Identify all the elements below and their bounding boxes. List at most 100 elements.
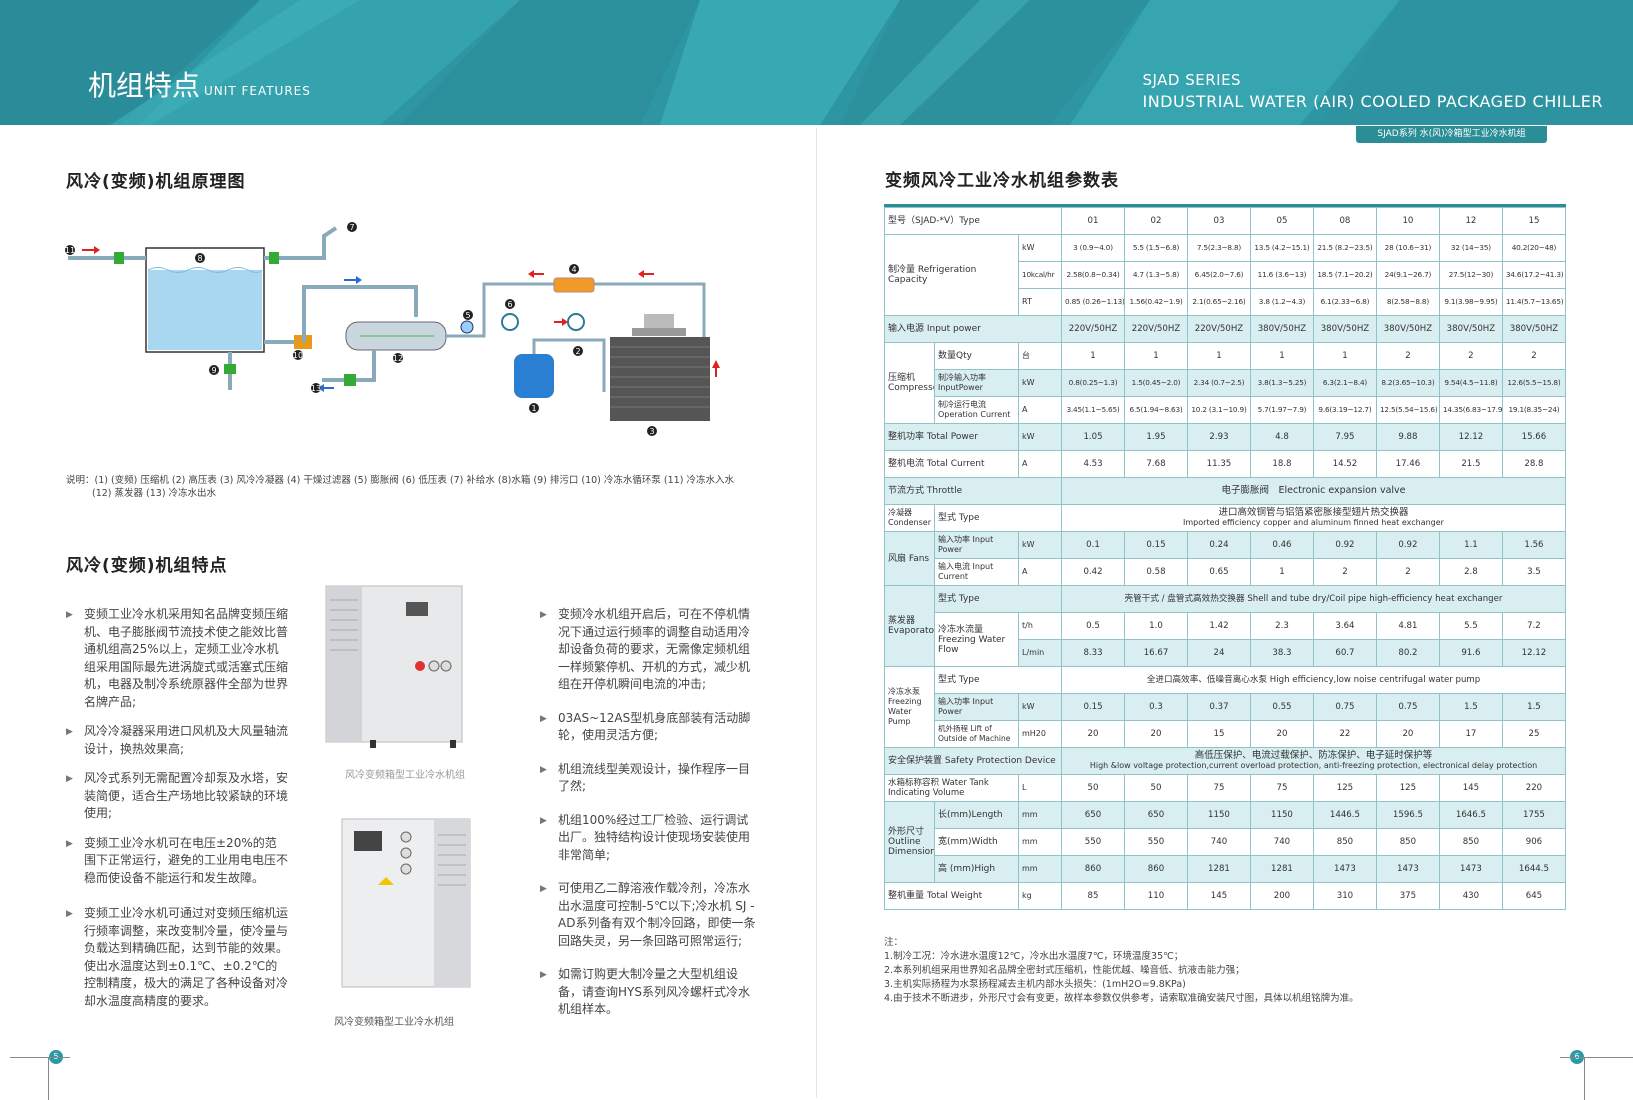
callout-1: 1 bbox=[531, 404, 536, 413]
value-cell: 220V/50HZ bbox=[1186, 315, 1251, 343]
value-cell: 2 bbox=[1375, 342, 1440, 370]
value-cell: 1 bbox=[1124, 342, 1188, 370]
value-cell: 3 (0.9~4.0) bbox=[1061, 234, 1125, 262]
value-cell: 10.2 (3.1~10.9) bbox=[1186, 396, 1251, 424]
value-cell: 4.8 bbox=[1249, 423, 1314, 451]
feature-item: 如需订购更大制冷量之大型机组设备，请查询HYS系列风冷螺杆式冷水机组样本。 bbox=[540, 966, 758, 1019]
value-cell: 310 bbox=[1312, 882, 1377, 910]
value-cell: 60.7 bbox=[1312, 639, 1377, 667]
callout-9: 9 bbox=[211, 366, 216, 375]
value-cell: 11.4(5.7~13.65) bbox=[1501, 288, 1567, 316]
value-cell: 电子膨胀阀 Electronic expansion valve bbox=[1061, 477, 1566, 505]
value-cell: 9.6(3.19~12.7) bbox=[1312, 396, 1377, 424]
value-cell: 8(2.58~8.8) bbox=[1375, 288, 1440, 316]
sub-label: 冷冻水流量 Freezing Water Flow bbox=[934, 612, 1019, 667]
value-cell: 25 bbox=[1501, 720, 1567, 748]
value-cell: 2.3 bbox=[1249, 612, 1314, 640]
sub-label: 型式 Type bbox=[933, 504, 1063, 532]
value-cell: 1.95 bbox=[1124, 423, 1188, 451]
table-top-rule bbox=[884, 204, 1566, 207]
value-cell: 2.8 bbox=[1438, 558, 1503, 586]
model-header: 10 bbox=[1375, 207, 1440, 235]
value-cell: 220 bbox=[1501, 774, 1567, 802]
heading-cn: 机组特点 bbox=[88, 69, 201, 102]
value-cell: 32 (14~35) bbox=[1438, 234, 1503, 262]
sub-label: 数量Qty bbox=[934, 342, 1019, 370]
table-row: 制冷运行电流 Operation Current A 3.45(1.1~5.65… bbox=[885, 396, 1567, 424]
value-cell: 7.2 bbox=[1501, 612, 1567, 640]
value-cell: 0.42 bbox=[1061, 558, 1125, 586]
value-cell: 21.5 bbox=[1438, 450, 1503, 478]
value-cell: 1646.5 bbox=[1438, 801, 1503, 829]
principle-diagram: 1 2 3 4 5 6 7 8 9 10 11 12 13 bbox=[65, 222, 720, 436]
value-cell: 1.1 bbox=[1438, 531, 1503, 559]
value-cell: 11.35 bbox=[1186, 450, 1251, 478]
value-cell: 6.1(2.33~6.8) bbox=[1312, 288, 1377, 316]
unit-cell: t/h bbox=[1017, 612, 1063, 640]
value-cell: 1281 bbox=[1186, 855, 1251, 883]
unit-cell: kW bbox=[1017, 369, 1063, 397]
value-cell: 8.2(3.65~10.3) bbox=[1375, 369, 1440, 397]
feature-item: 机组100%经过工厂检验、运行调试出厂。独特结构设计使现场安装使用非常简单; bbox=[540, 812, 758, 865]
value-cell: 14.52 bbox=[1312, 450, 1377, 478]
value-cell: 740 bbox=[1186, 828, 1251, 856]
table-row: 机外扬程 Lift of Outside of Machine mH20 20 … bbox=[885, 720, 1567, 748]
value-cell: 12.5(5.54~15.6) bbox=[1375, 396, 1440, 424]
model-header: 05 bbox=[1249, 207, 1314, 235]
value-cell: 145 bbox=[1438, 774, 1503, 802]
value-cell: 1.5 bbox=[1438, 693, 1503, 721]
value-cell: 2 bbox=[1438, 342, 1503, 370]
legend-line2: (12) 蒸发器 (13) 冷冻水出水 bbox=[92, 488, 217, 499]
photo2-caption: 风冷变频箱型工业冷水机组 bbox=[334, 1017, 454, 1028]
value-cell: 1 bbox=[1061, 342, 1125, 370]
row-label: 冷冻水泵 Freezing Water Pump bbox=[884, 666, 935, 748]
unit-cell: mm bbox=[1017, 855, 1063, 883]
sub-label: 型式 Type bbox=[933, 585, 1063, 613]
table-row: 压缩机 Compressor 数量Qty 台 1 1 1 1 1 2 2 2 bbox=[884, 342, 1567, 424]
value-cell: 1596.5 bbox=[1375, 801, 1440, 829]
sub-label: 制冷输入功率 InputPower bbox=[934, 369, 1019, 397]
callout-8: 8 bbox=[197, 254, 202, 263]
value-cell: 6.3(2.1~8.4) bbox=[1312, 369, 1377, 397]
photo1-caption: 风冷变频箱型工业冷水机组 bbox=[345, 770, 465, 781]
value-cell: 1281 bbox=[1249, 855, 1314, 883]
value-cell: 1.42 bbox=[1186, 612, 1251, 640]
value-cell: 4.81 bbox=[1375, 612, 1440, 640]
value-cell: 17.46 bbox=[1375, 450, 1440, 478]
value-cell: 650 bbox=[1061, 801, 1125, 829]
value-cell: 0.8(0.25~1.3) bbox=[1061, 369, 1125, 397]
unit-cell: 10kcal/hr bbox=[1017, 261, 1063, 289]
value-cell: 5.5 (1.5~6.8) bbox=[1124, 234, 1188, 262]
table-row: 蒸发器 Evaporator 型式 Type 壳管干式 / 盘管式高效热交换器 … bbox=[884, 585, 1566, 667]
value-cell: 430 bbox=[1438, 882, 1503, 910]
value-cell: 3.64 bbox=[1312, 612, 1377, 640]
table-row: 风扇 Fans 输入功率 Input Power kW 0.1 0.15 0.2… bbox=[884, 531, 1567, 586]
value-cell: 0.92 bbox=[1375, 531, 1440, 559]
feature-item: 变频工业冷水机可通过对变频压缩机运行频率调整，来改变制冷量，使冷量与负载达到精确… bbox=[66, 905, 288, 1010]
value-cell: 0.75 bbox=[1375, 693, 1440, 721]
value-cell: 145 bbox=[1186, 882, 1251, 910]
unit-cell: A bbox=[1017, 396, 1063, 424]
value-cell: 2.93 bbox=[1186, 423, 1251, 451]
unit-cell: 台 bbox=[1017, 342, 1063, 370]
features-list-1: 变频工业冷水机采用知名品牌变频压缩机、电子膨胀阀节流技术使之能效比普通机组高25… bbox=[66, 606, 288, 1022]
model-header: 12 bbox=[1438, 207, 1503, 235]
value-cell: 19.1(8.35~24) bbox=[1501, 396, 1567, 424]
callout-11: 11 bbox=[65, 246, 75, 255]
row-label: 风扇 Fans bbox=[884, 531, 935, 586]
value-cell: 85 bbox=[1061, 882, 1125, 910]
model-header: 02 bbox=[1124, 207, 1188, 235]
sub-label: 长(mm)Length bbox=[934, 801, 1019, 829]
value-cell: 220V/50HZ bbox=[1061, 315, 1125, 343]
value-cell: 110 bbox=[1124, 882, 1188, 910]
value-cell: 50 bbox=[1124, 774, 1188, 802]
value-cell: 1150 bbox=[1249, 801, 1314, 829]
value-cell: 40.2(20~48) bbox=[1501, 234, 1567, 262]
value-cell: 0.24 bbox=[1186, 531, 1251, 559]
banner-pattern bbox=[0, 0, 1633, 125]
unit-cell: A bbox=[1017, 558, 1063, 586]
value-cell: 3.8(1.3~5.25) bbox=[1249, 369, 1314, 397]
note-line: 2.本系列机组采用世界知名品牌全密封式压缩机，性能优越、噪音低、抗液击能力强； bbox=[884, 965, 1245, 976]
value-cell: 850 bbox=[1375, 828, 1440, 856]
callout-10: 10 bbox=[293, 351, 303, 360]
